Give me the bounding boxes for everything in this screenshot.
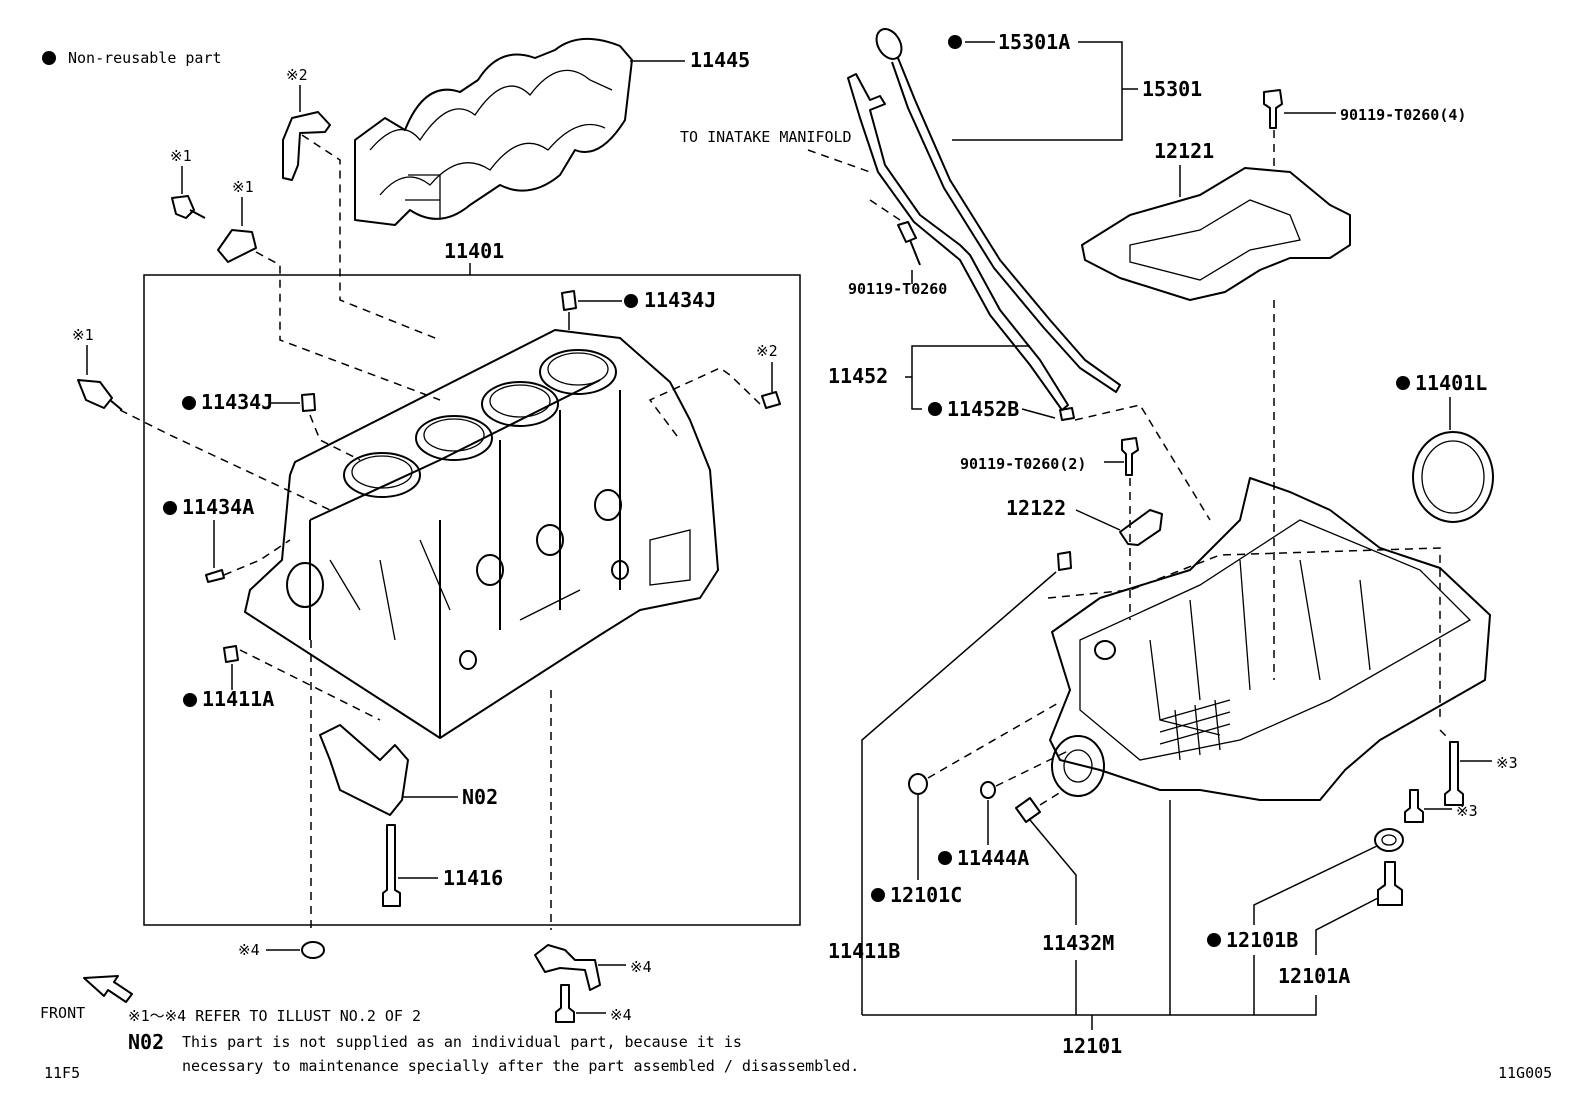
ref-2-right: ※2	[756, 342, 778, 360]
ref-1-b: ※1	[232, 178, 254, 196]
bolt-ref4-drawing	[555, 984, 575, 1023]
ref-1-c: ※1	[72, 326, 94, 344]
oil-seal-11401L-drawing	[1412, 431, 1494, 523]
label-11434J-left: 11434J	[201, 390, 273, 414]
label-11411A: 11411A	[202, 687, 274, 711]
non-reusable-bullet-icon	[42, 51, 56, 65]
gasket-12101B-drawing	[1374, 828, 1404, 852]
label-11411B: 11411B	[828, 939, 900, 963]
label-12121: 12121	[1154, 139, 1214, 163]
ref-4-jet: ※4	[630, 958, 652, 976]
bearing-cap-N02-drawing	[319, 724, 409, 816]
label-11444A: 11444A	[957, 846, 1029, 870]
label-11452: 11452	[828, 364, 888, 388]
bolt-90119-b-drawing	[1263, 89, 1283, 129]
bolt-ref3-b-drawing	[1404, 789, 1424, 823]
label-90119-a: 90119-T0260	[848, 280, 947, 298]
dowel-11434J-top-drawing	[561, 290, 577, 311]
bolt-11416-drawing	[382, 824, 401, 907]
washer-ref4-drawing	[301, 941, 325, 959]
ring-11444A-drawing	[980, 781, 996, 799]
label-12101: 12101	[1062, 1034, 1122, 1058]
front-label: FRONT	[40, 1004, 85, 1022]
bracket-12122-drawing	[1119, 509, 1163, 546]
ref-2-top: ※2	[286, 66, 308, 84]
baffle-plate-12121-drawing	[1081, 167, 1351, 301]
knock-sensor-drawing	[77, 379, 123, 411]
pin-11411B-drawing	[1057, 551, 1072, 571]
bolt-90119-c-drawing	[1121, 437, 1139, 476]
code-right: 11G005	[1498, 1064, 1552, 1082]
ref-3-a: ※3	[1496, 754, 1518, 772]
cylinder-block-group-box	[143, 274, 801, 926]
cylinder-block-drawing	[244, 329, 719, 739]
plug-11432M-drawing	[1015, 797, 1041, 823]
sensor-ref1-drawing	[217, 229, 257, 263]
dipstick-drawing	[875, 28, 1121, 393]
plug-ref2-drawing	[761, 391, 781, 409]
bolt-90119-a-drawing	[897, 221, 921, 266]
n02-note-line-2: necessary to maintenance specially after…	[182, 1057, 859, 1075]
ref-3-b: ※3	[1456, 802, 1478, 820]
gasket-12101C-drawing	[908, 773, 928, 795]
label-12122: 12122	[1006, 496, 1066, 520]
label-11434A: 11434A	[182, 495, 254, 519]
dipstick-guide-drawing	[847, 73, 1069, 411]
label-11434J-top: 11434J	[644, 288, 716, 312]
bolt-ref1-drawing	[171, 195, 206, 219]
ref-4-left: ※4	[238, 941, 260, 959]
pin-11411A-drawing	[223, 645, 239, 663]
label-12101B: 12101B	[1226, 928, 1298, 952]
dowel-11434J-left-drawing	[301, 393, 316, 412]
o-ring-11452B-drawing	[1059, 407, 1075, 421]
label-12101A: 12101A	[1278, 964, 1350, 988]
n02-note-key: N02	[128, 1030, 164, 1054]
legend-text: Non-reusable part	[68, 49, 222, 67]
legend: Non-reusable part	[42, 49, 222, 67]
refer-note: ※1～※4 REFER TO ILLUST NO.2 OF 2	[128, 1007, 421, 1025]
label-12101C: 12101C	[890, 883, 962, 907]
front-arrow-icon	[83, 975, 133, 1003]
label-11416: 11416	[443, 866, 503, 890]
label-N02: N02	[462, 785, 498, 809]
clip-ref2-drawing	[282, 111, 331, 181]
oil-pan-12101-drawing	[1049, 477, 1491, 801]
label-11401: 11401	[444, 239, 504, 263]
drain-plug-12101A-drawing	[1377, 861, 1403, 906]
n02-note-line-1: This part is not supplied as an individu…	[182, 1033, 742, 1051]
label-11401L: 11401L	[1415, 371, 1487, 395]
oil-jet-ref4-drawing	[534, 944, 601, 991]
insulator-11445-drawing	[354, 37, 633, 226]
label-90119-b: 90119-T0260(4)	[1340, 106, 1466, 124]
ref-1-a: ※1	[170, 147, 192, 165]
bolt-ref3-a-drawing	[1444, 741, 1464, 806]
label-90119-c: 90119-T0260(2)	[960, 455, 1086, 473]
ref-4-bolt: ※4	[610, 1006, 632, 1024]
label-15301A: 15301A	[998, 30, 1070, 54]
label-11452B: 11452B	[947, 397, 1019, 421]
label-11432M: 11432M	[1042, 931, 1114, 955]
to-intake-manifold-note: TO INATAKE MANIFOLD	[680, 128, 852, 146]
label-15301: 15301	[1142, 77, 1202, 101]
label-11445: 11445	[690, 48, 750, 72]
code-left: 11F5	[44, 1064, 80, 1082]
pin-11434A-drawing	[205, 569, 225, 583]
